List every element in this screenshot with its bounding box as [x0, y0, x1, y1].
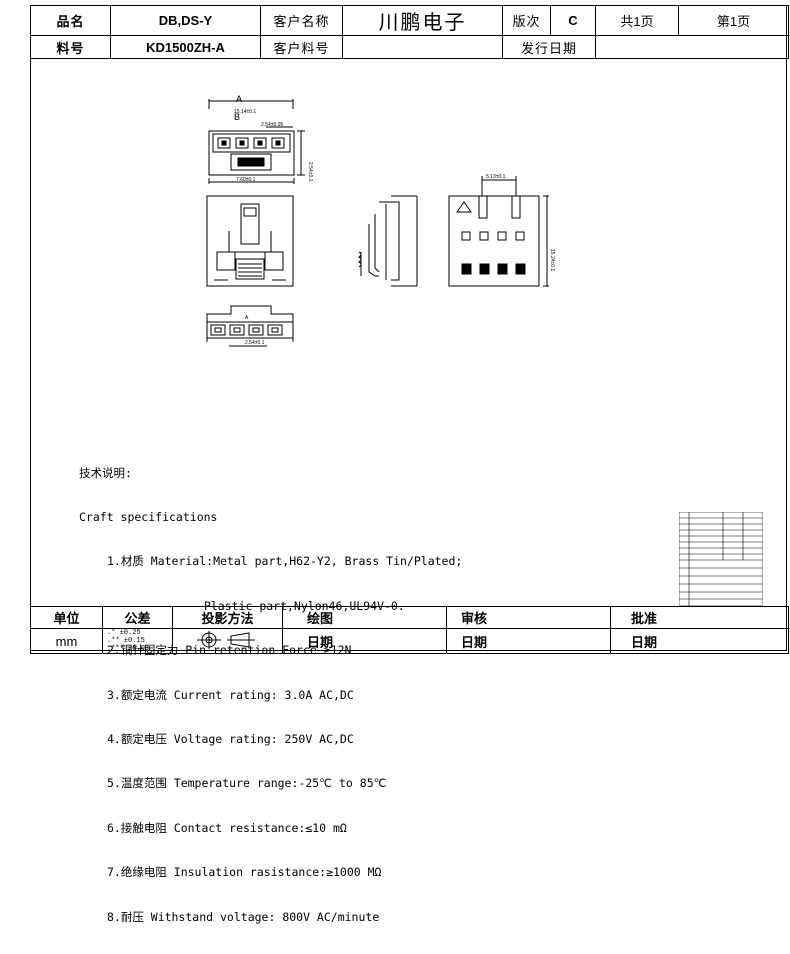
- approve-label: 批准: [610, 606, 789, 629]
- dim-b: 2.54±0.05: [261, 122, 283, 128]
- spec-line-5: 5.温度范围 Temperature range:-25℃ to 85℃: [107, 776, 387, 791]
- customer-part-value: [342, 35, 503, 59]
- spec-line-4: 4.额定电压 Voltage rating: 250V AC,DC: [107, 731, 354, 746]
- tolerance-line-1: .* ±0.25: [107, 629, 141, 638]
- spec-line-1: 1.材质 Material:Metal part,H62-Y2, Brass T…: [107, 554, 463, 569]
- tolerance-line-3: .*** ±0.08: [107, 645, 150, 653]
- dim-side: 5.13±0.1: [486, 174, 506, 180]
- dim-a: 15.14±0.1: [234, 109, 256, 115]
- dim-side-height: 15.24±0.1: [549, 249, 555, 271]
- spec-line-7: 7.绝缘电阻 Insulation rasistance:≥1000 MΩ: [107, 865, 382, 880]
- tolerance-label: 公差: [102, 606, 173, 629]
- product-name-label: 品名: [30, 5, 111, 36]
- customer-name-label: 客户名称: [260, 5, 343, 36]
- third-angle-projection-icon: [196, 630, 255, 649]
- technical-drawing: A 15.14±0.1 B 2.54±0.05 7.60±0.1 2.54±0.…: [206, 94, 555, 347]
- product-name-value: DB,DS-Y: [110, 5, 261, 36]
- label-b: B: [234, 112, 240, 122]
- bottom-view: [206, 305, 294, 347]
- craft-specifications: 技术说明: Craft specifications 1.材质 Material…: [79, 436, 462, 954]
- right-view: [448, 176, 549, 287]
- dim-height: 2.54±0.1: [307, 162, 313, 182]
- spec-line-8: 8.耐压 Withstand voltage: 800V AC/minute: [107, 909, 380, 924]
- customer-name-value: 川鹏电子: [342, 5, 503, 36]
- revision-table: [679, 512, 763, 606]
- side-view: [358, 195, 418, 287]
- version-value: C: [550, 5, 596, 36]
- tolerance-values: .* ±0.25 .** ±0.15 .*** ±0.08: [102, 628, 173, 654]
- header-title-block: 品名 DB,DS-Y 客户名称 川鹏电子 版次 C 共1页 第1页 料号 KD1…: [30, 5, 789, 59]
- page-number: 第1页: [678, 5, 789, 36]
- part-no-label: 料号: [30, 35, 111, 59]
- projection-label: 投影方法: [172, 606, 283, 629]
- front-view: [206, 195, 294, 287]
- dim-width: 7.60±0.1: [236, 177, 256, 183]
- version-label: 版次: [502, 5, 551, 36]
- label-a: A: [236, 94, 242, 104]
- unit-value: mm: [30, 628, 103, 654]
- issue-date-value: [595, 35, 789, 59]
- drawn-label: 绘图: [282, 606, 447, 629]
- drawn-date-label: 日期: [282, 628, 447, 654]
- unit-label: 单位: [30, 606, 103, 629]
- spec-line-6: 6.接触电阻 Contact resistance:≤10 mΩ: [107, 820, 347, 835]
- spec-line-3: 3.额定电流 Current rating: 3.0A AC,DC: [107, 687, 354, 702]
- spec-title-en: Craft specifications: [79, 509, 218, 524]
- dim-bottom: 2.54±0.1: [245, 340, 265, 346]
- total-pages: 共1页: [595, 5, 679, 36]
- part-no-value: KD1500ZH-A: [110, 35, 261, 59]
- rev-mark: A: [245, 315, 249, 321]
- approve-date-label: 日期: [610, 628, 789, 654]
- review-label: 审核: [446, 606, 611, 629]
- tolerance-line-2: .** ±0.15: [107, 637, 145, 645]
- footer-title-block: 单位 公差 投影方法 绘图 审核 批准 mm .* ±0.25 .** ±0.1…: [30, 606, 789, 654]
- review-date-label: 日期: [446, 628, 611, 654]
- spec-title-cn: 技术说明:: [79, 465, 132, 480]
- top-view: [208, 99, 305, 184]
- drawing-sheet: 品名 DB,DS-Y 客户名称 川鹏电子 版次 C 共1页 第1页 料号 KD1…: [30, 5, 789, 924]
- projection-symbol: [172, 628, 283, 654]
